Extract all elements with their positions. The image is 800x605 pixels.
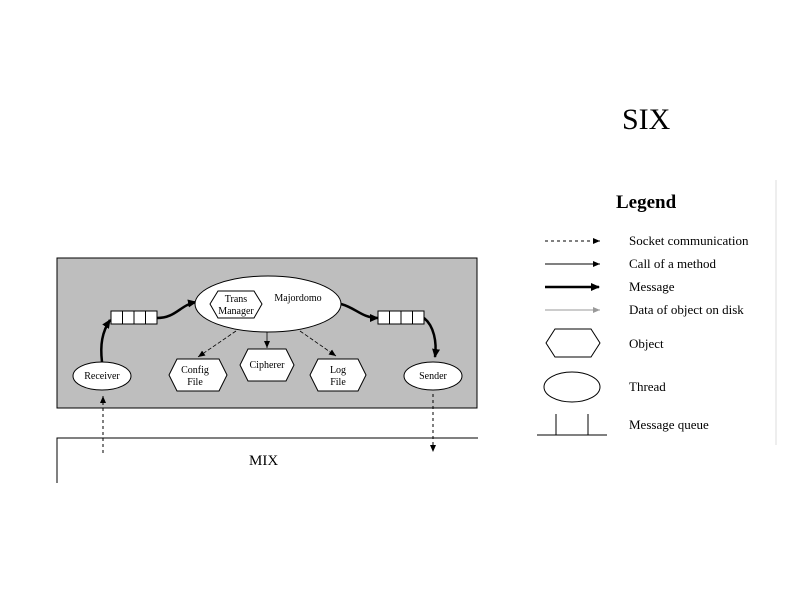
legend-title: Legend xyxy=(616,192,677,213)
config-file-object xyxy=(168,358,228,392)
receiver-label: Receiver xyxy=(84,371,120,382)
cipherer-label: Cipherer xyxy=(250,360,286,371)
legend-message-queue-label: Message queue xyxy=(629,417,709,432)
legend-object-label: Object xyxy=(629,336,664,351)
majordomo-label: Majordomo xyxy=(274,293,321,304)
cipherer-object xyxy=(239,348,295,382)
receiver-thread xyxy=(72,361,132,391)
legend-message-label: Message xyxy=(629,279,675,294)
legend-thread-symbol xyxy=(543,371,601,403)
message-arrow-queue-sender xyxy=(423,317,441,358)
legend-method-call-label: Call of a method xyxy=(629,256,717,271)
legend-object-symbol xyxy=(545,328,601,358)
message-queue-out xyxy=(377,310,425,325)
mix-label: MIX xyxy=(249,453,278,469)
log-file-label-1: Log xyxy=(330,365,346,376)
call-arrow-log xyxy=(299,330,337,357)
log-file-label-2: File xyxy=(330,377,346,388)
trans-manager-object xyxy=(209,290,263,319)
legend-thread-label: Thread xyxy=(629,379,666,394)
legend-message-queue-symbol xyxy=(537,414,607,436)
trans-manager-label-1: Trans xyxy=(225,294,248,305)
trans-manager-label-2: Manager xyxy=(218,306,254,317)
config-file-label-1: Config xyxy=(181,365,209,376)
message-queue-in xyxy=(110,310,158,325)
call-arrow-config xyxy=(197,330,237,358)
config-file-label-2: File xyxy=(187,377,203,388)
mix-boundary xyxy=(56,437,478,483)
legend-disk-data-label: Data of object on disk xyxy=(629,302,744,317)
legend-socket-label: Socket communication xyxy=(629,233,749,248)
message-arrow-receiver-queue xyxy=(100,319,112,363)
message-arrow-queue-majordomo xyxy=(156,299,197,320)
sender-label: Sender xyxy=(419,371,447,382)
log-file-object xyxy=(309,358,367,392)
diagram-title: SIX xyxy=(622,103,671,136)
sender-thread xyxy=(403,361,463,391)
message-arrow-majordomo-queue xyxy=(340,302,379,322)
